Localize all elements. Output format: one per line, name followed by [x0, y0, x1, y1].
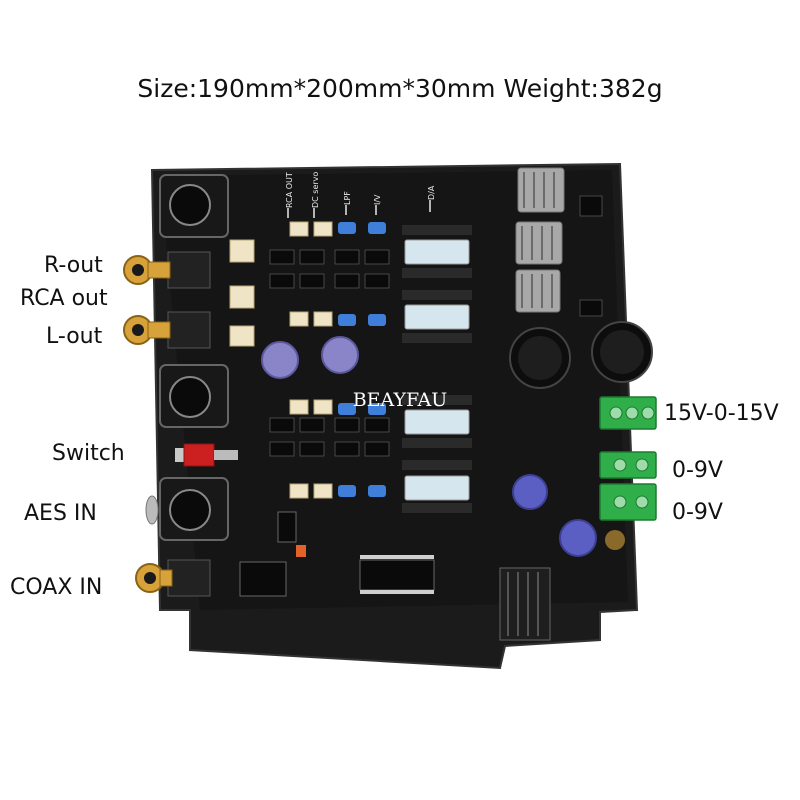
label-15v-0-15v: 15V-0-15V	[664, 401, 779, 426]
purple-capacitors	[261, 336, 625, 557]
label-coax-in: COAX IN	[10, 575, 103, 600]
silk-lpf: LPF	[343, 191, 352, 205]
label-l-out: L-out	[46, 324, 103, 349]
main-capacitors	[509, 321, 653, 389]
silk-dc-servo: DC servo	[311, 172, 320, 208]
silk-da: D/A	[427, 185, 436, 200]
ic-chips	[269, 195, 603, 457]
blue-caps	[338, 222, 386, 497]
label-switch: Switch	[52, 441, 125, 466]
relays	[229, 221, 333, 499]
size-weight-caption: Size:190mm*200mm*30mm Weight:382g	[137, 74, 663, 103]
brand-watermark: BEAYFAU	[353, 389, 448, 411]
toggle-switch	[175, 443, 238, 467]
silk-rca-out: RCA OUT	[285, 172, 294, 208]
label-aes-in: AES IN	[24, 501, 97, 526]
label-rca-out: RCA out	[20, 286, 108, 311]
heatsinks	[515, 167, 565, 313]
label-0-9v-bottom: 0-9V	[672, 500, 723, 525]
da-modules	[404, 239, 470, 501]
receiver-ics	[239, 511, 435, 597]
label-r-out: R-out	[44, 253, 103, 278]
rca-jacks	[123, 251, 211, 597]
silk-iv: I/V	[373, 194, 382, 205]
label-0-9v-top: 0-9V	[672, 458, 723, 483]
